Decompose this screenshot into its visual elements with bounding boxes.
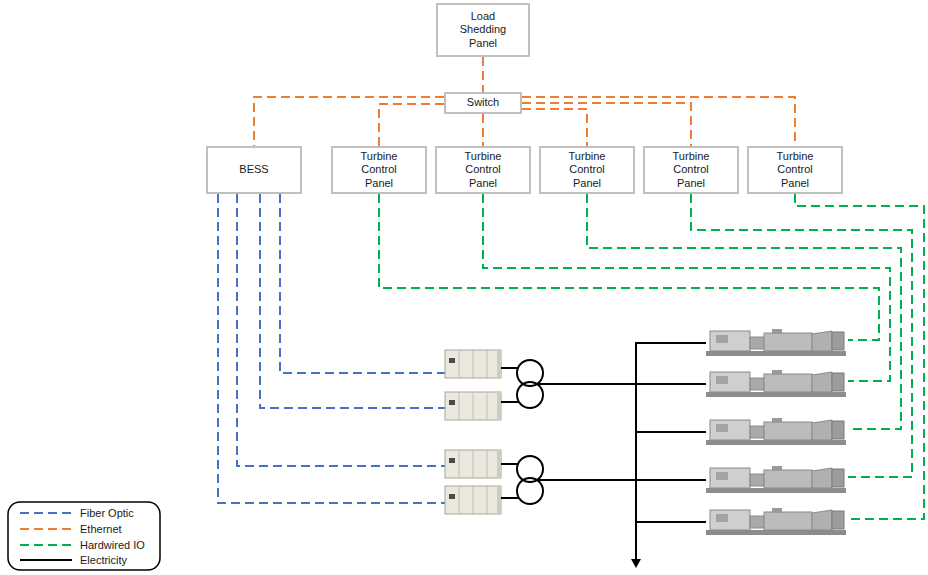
turbine-generator (706, 508, 846, 535)
power-line (537, 479, 706, 481)
ethernet-connector (482, 57, 484, 92)
ethernet-sample (20, 528, 72, 530)
power-line (501, 401, 519, 403)
electricity-sample (20, 559, 72, 561)
box-label: Turbine Control Panel (661, 150, 721, 190)
fiber-optic-line (280, 194, 445, 373)
power-line (501, 463, 518, 465)
fiber-optic-sample (20, 512, 72, 514)
legend-box (8, 502, 160, 570)
fiber-optic-line (260, 194, 445, 408)
ethernet-connector (482, 114, 484, 146)
power-line (537, 383, 706, 385)
power-line (636, 521, 706, 523)
turbine-generator (706, 418, 846, 445)
inverter-cabinet (445, 486, 501, 514)
control-panel-box: Turbine Control Panel (539, 146, 635, 194)
control-panel-box: Turbine Control Panel (331, 146, 427, 194)
ethernet-connector (254, 97, 444, 146)
fiber-optic-line (237, 194, 445, 466)
ethernet-connector (522, 103, 691, 146)
legend-label: Hardwired IO (80, 538, 145, 552)
transformer-symbol (517, 478, 543, 504)
legend-label: Fiber Optic (80, 506, 134, 520)
box-label: Turbine Control Panel (349, 150, 409, 190)
legend-label: Ethernet (80, 522, 122, 536)
bus-bar (635, 342, 637, 560)
control-panel-box: Turbine Control Panel (747, 146, 843, 194)
legend-label: Electricity (80, 553, 127, 567)
box-label: Load Shedding Panel (453, 10, 513, 50)
bess-box: BESS (206, 146, 302, 194)
bus-arrowhead (631, 559, 641, 568)
inverter-cabinet (445, 450, 501, 478)
fiber-optic-line (218, 194, 445, 503)
box-label: Turbine Control Panel (453, 150, 513, 190)
turbine-generator (706, 329, 846, 356)
inverter-cabinet (445, 350, 501, 378)
control-panel-box: Turbine Control Panel (643, 146, 739, 194)
hardwired-io-line (483, 194, 890, 381)
power-line (636, 342, 706, 344)
box-label: Switch (453, 96, 513, 109)
panel-box: Load Shedding Panel (436, 3, 530, 57)
box-label: Turbine Control Panel (765, 150, 825, 190)
transformer-symbol (517, 382, 543, 408)
hardwired-io-line (691, 194, 912, 477)
ethernet-connector (379, 104, 444, 146)
control-panel-box: Turbine Control Panel (435, 146, 531, 194)
ethernet-connector (522, 109, 587, 146)
inverter-cabinet (445, 392, 501, 420)
turbine-generator (706, 370, 846, 397)
turbine-generator (706, 466, 846, 493)
ethernet-connector (522, 97, 795, 146)
hardwired-io-sample (20, 544, 72, 546)
box-label: Turbine Control Panel (557, 150, 617, 190)
power-line (501, 497, 519, 499)
switch-box: Switch (444, 92, 522, 114)
power-line (636, 431, 706, 433)
box-label: BESS (224, 163, 284, 176)
power-line (501, 367, 518, 369)
